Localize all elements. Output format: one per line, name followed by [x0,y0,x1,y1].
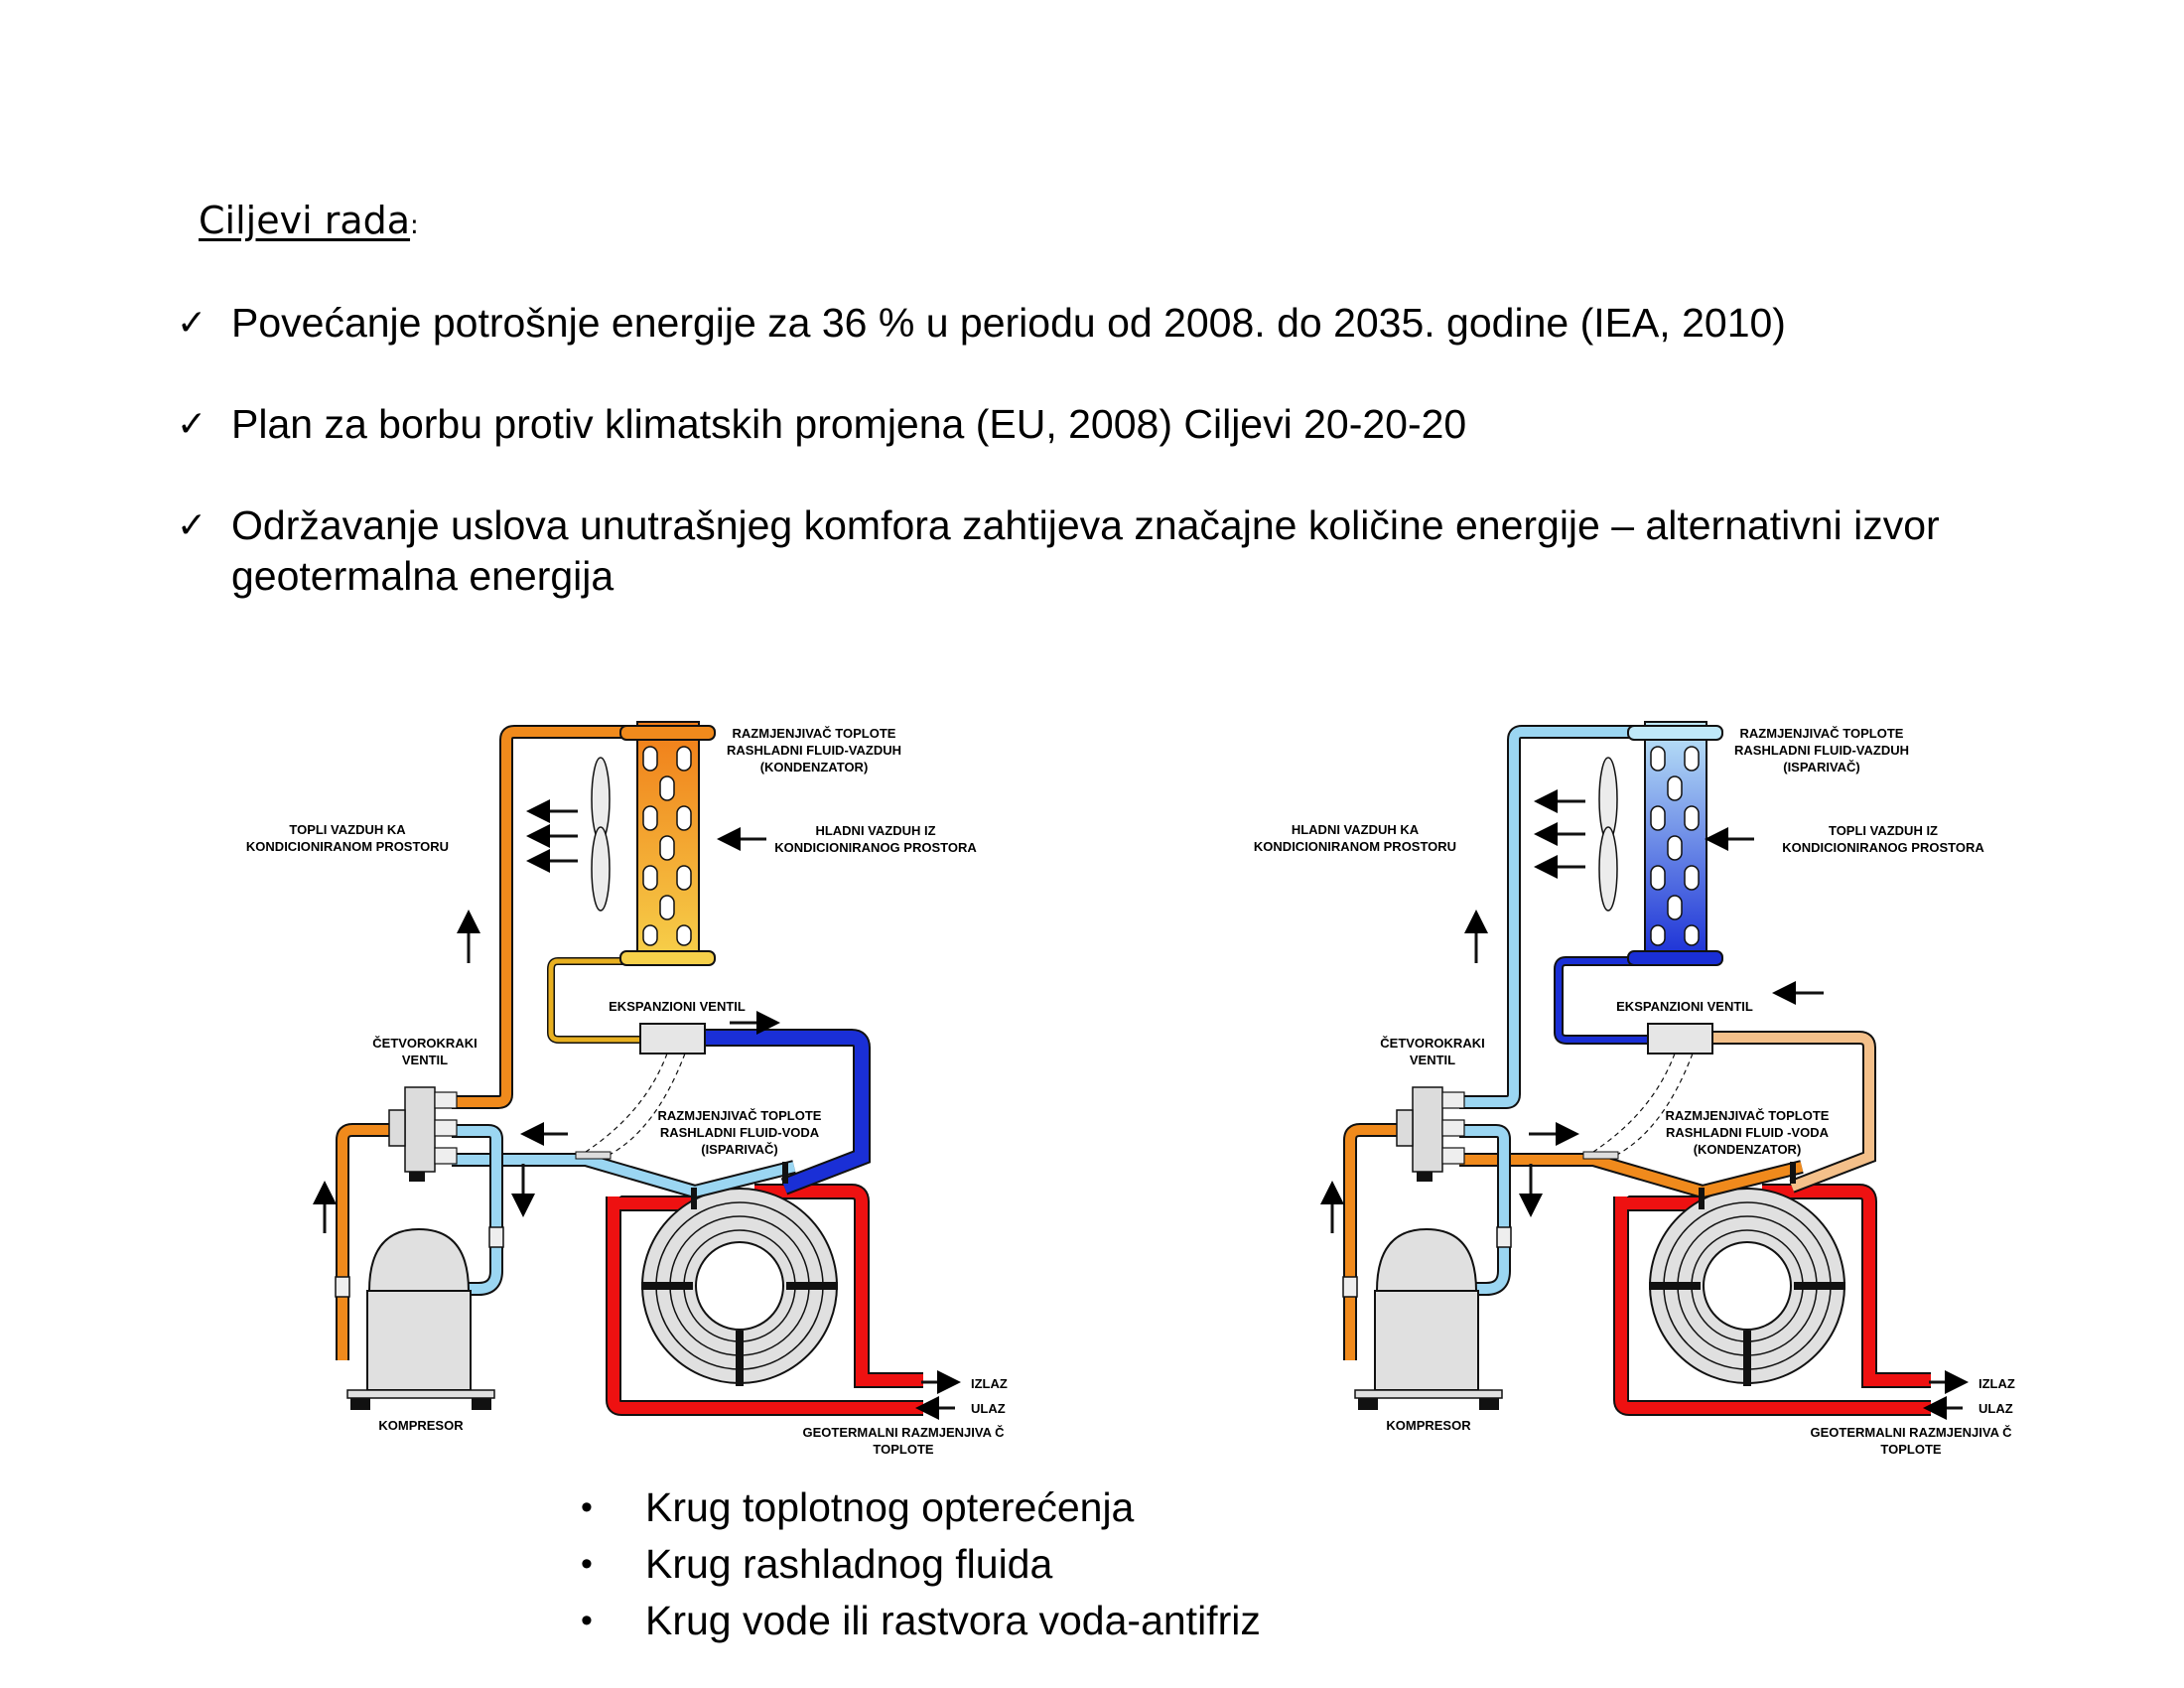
diagram-cooling-mode: RAZMJENJIVAČ TOPLOTE RASHLADNI FLUID-VAZ… [1254,721,2015,1457]
circuit-text: Krug vode ili rastvora voda-antifriz [645,1598,1261,1643]
four-way-valve [1396,1086,1465,1182]
flow-arrows [313,799,961,1420]
expansion-valve [1647,1023,1713,1055]
label-hx-air: RASHLADNI FLUID-VAZDUH [1734,743,1909,758]
goal-text: Povećanje potrošnje energije za 36 % u p… [231,300,1786,346]
label-four-way-valve: VENTIL [402,1053,448,1067]
fan-icon [1598,757,1618,912]
label-out: IZLAZ [1979,1376,2015,1391]
goal-item: ✓ Plan za borbu protiv klimatskih promjen… [177,399,2063,450]
label-hx-air: (KONDENZATOR) [760,760,869,774]
refrigerant-pipe-warm [1712,1033,1874,1192]
label-compressor: KOMPRESOR [378,1418,464,1433]
air-heat-exchanger [1627,721,1723,966]
label-hx-air: (ISPARIVAČ) [1783,760,1860,774]
check-icon: ✓ [177,505,207,546]
label-hx-water: (KONDENZATOR) [1694,1142,1802,1157]
label-hx-air: RAZMJENJIVAČ TOPLOTE [733,726,896,741]
circuit-text: Krug rashladnog fluida [645,1541,1053,1587]
compressor [1354,1227,1503,1410]
compressor [346,1227,495,1410]
fan-icon [591,757,611,912]
label-hx-water: RASHLADNI FLUID -VODA [1666,1125,1830,1140]
label-geothermal: TOPLOTE [873,1442,933,1457]
air-heat-exchanger [619,721,716,966]
diagram-heating-mode: RAZMJENJIVAČ TOPLOTE RASHLADNI FLUID-VAZ… [246,721,1008,1457]
goal-text: Održavanje uslova unutrašnjeg komfora za… [231,502,1940,599]
water-loop-pipe [1762,1186,1931,1386]
water-loop-pipe [754,1186,923,1386]
water-loop-pipe [1615,1196,1931,1414]
label-expansion-valve: EKSPANZIONI VENTIL [1616,999,1753,1014]
page-heading: Ciljevi rada: [199,199,419,242]
label-air-in: KONDICIONIRANOG PROSTORA [1782,840,1984,855]
label-out: IZLAZ [971,1376,1008,1391]
label-geothermal: GEOTERMALNI RAZMJENJIVA Č [803,1425,1006,1440]
check-icon: ✓ [177,404,207,445]
bullet-icon: • [581,1488,593,1526]
label-air-out: HLADNI VAZDUH KA [1292,822,1420,837]
label-in: ULAZ [971,1401,1006,1416]
refrigerant-pipe-light [452,1155,796,1197]
label-air-in: HLADNI VAZDUH IZ [815,823,935,838]
goal-item: ✓ Povećanje potrošnje energije za 36 % u … [177,298,2063,349]
circuit-text: Krug toplotnog opterećenja [645,1484,1135,1530]
label-hx-water: RAZMJENJIVAČ TOPLOTE [1666,1108,1830,1123]
label-hx-water: (ISPARIVAČ) [701,1142,778,1157]
compressor-suction-pipe [1444,1126,1509,1294]
refrigerant-pipe-hot [452,727,635,1107]
circuits-list: • Krug toplotnog opterećenja • Krug rashla… [581,1479,1261,1649]
circuit-item: • Krug vode ili rastvora voda-antifriz [581,1593,1261,1649]
circuit-item: • Krug rashladnog fluida [581,1536,1261,1593]
label-four-way-valve: ČETVOROKRAKI [1380,1036,1484,1051]
label-hx-water: RASHLADNI FLUID-VODA [660,1125,820,1140]
label-geothermal: TOPLOTE [1880,1442,1941,1457]
label-four-way-valve: VENTIL [1410,1053,1455,1067]
compressor-discharge-pipe [1345,1125,1415,1360]
goal-text: Plan za borbu protiv klimatskih promjena… [231,401,1467,447]
refrigerant-pipe-hot [1459,1155,1804,1197]
flow-arrows [1320,789,1969,1420]
bullet-icon: • [581,1545,593,1583]
label-air-out: KONDICIONIRANOM PROSTORU [246,839,449,854]
refrigerant-pipe-cold [1556,958,1653,1043]
circuit-item: • Krug toplotnog opterećenja [581,1479,1261,1536]
goal-item: ✓ Održavanje uslova unutrašnjeg komfora z… [177,500,2063,602]
label-geothermal: GEOTERMALNI RAZMJENJIVA Č [1811,1425,2013,1440]
label-air-in: KONDICIONIRANOG PROSTORA [774,840,977,855]
refrigerant-pipe-liquid [548,958,645,1043]
compressor-discharge-pipe [338,1125,407,1360]
water-coil [1649,1188,1845,1386]
heading-title: Ciljevi rada [199,199,411,242]
bullet-icon: • [581,1602,593,1639]
heading-colon: : [410,211,419,240]
label-air-in: TOPLI VAZDUH IZ [1829,823,1938,838]
goals-list: ✓ Povećanje potrošnje energije za 36 % u … [177,298,2063,652]
check-icon: ✓ [177,303,207,344]
refrigerant-pipe-cold [705,1031,869,1194]
label-four-way-valve: ČETVOROKRAKI [372,1036,477,1051]
label-compressor: KOMPRESOR [1386,1418,1471,1433]
label-expansion-valve: EKSPANZIONI VENTIL [609,999,746,1014]
refrigerant-pipe-light [1459,727,1643,1107]
four-way-valve [388,1086,458,1182]
label-hx-air: RASHLADNI FLUID-VAZDUH [727,743,901,758]
label-hx-air: RAZMJENJIVAČ TOPLOTE [1740,726,1904,741]
expansion-valve [639,1023,706,1055]
label-in: ULAZ [1979,1401,2013,1416]
label-air-out: KONDICIONIRANOM PROSTORU [1254,839,1456,854]
water-coil [641,1188,838,1386]
label-air-out: TOPLI VAZDUH KA [289,822,406,837]
label-hx-water: RAZMJENJIVAČ TOPLOTE [658,1108,822,1123]
compressor-suction-pipe [437,1126,501,1294]
water-loop-pipe [608,1196,923,1414]
